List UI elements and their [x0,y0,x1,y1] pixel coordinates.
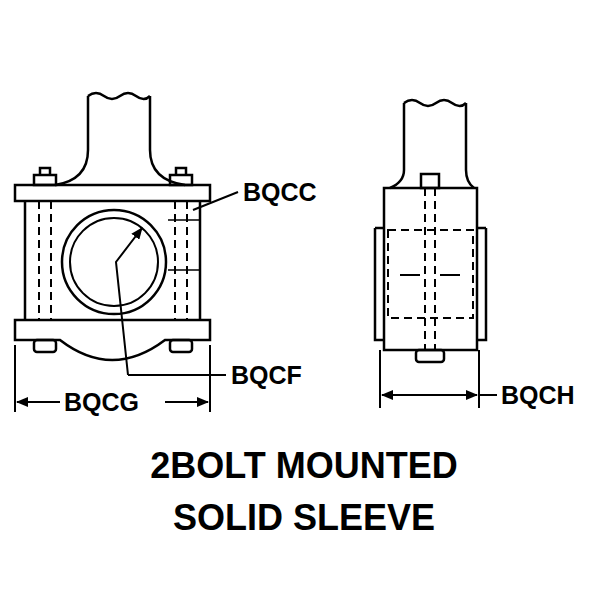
callout-label: BQCC [241,180,319,205]
callout-label: BQCG [62,390,141,415]
drawing-title: 2BOLT MOUNTED SOLID SLEEVE [104,440,504,544]
callout-label: BQCF [229,363,304,388]
callout-label: BQCH [499,383,577,408]
